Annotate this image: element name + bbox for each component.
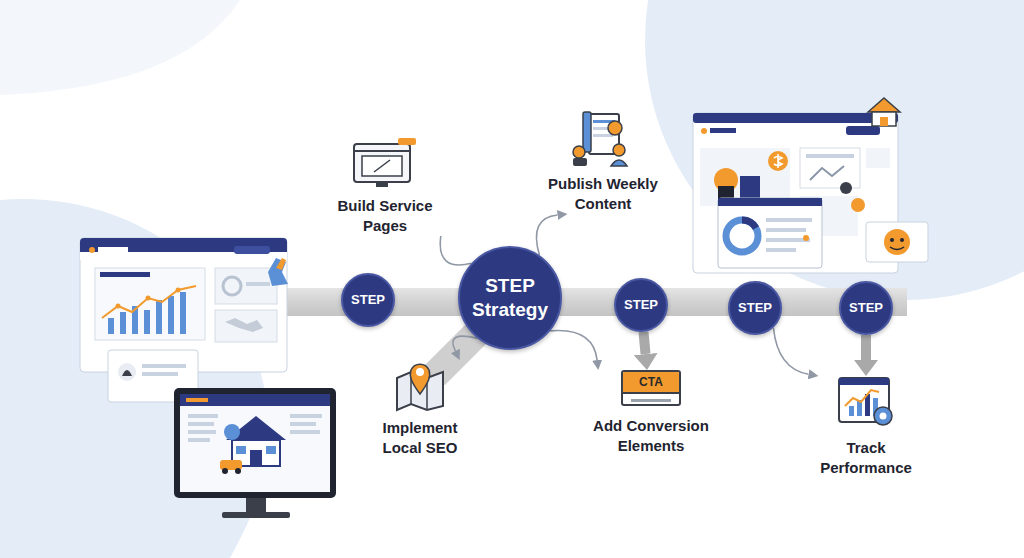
curved-connector (550, 330, 597, 360)
step-icon-node: CTA Add Conversion Elements (573, 370, 729, 456)
curved-connector (453, 336, 477, 351)
cta-line (631, 399, 671, 402)
step-circle: STEP Strategy (458, 246, 562, 350)
circle-text: STEP (345, 292, 391, 308)
dashboard-mockup-left (80, 238, 288, 402)
node-label: STEP Strategy (472, 275, 548, 320)
node-label: Add Conversion Elements (573, 416, 729, 456)
node-label: STEP (849, 300, 883, 315)
map-pin-icon (395, 360, 445, 412)
circle-text: STEP (618, 297, 664, 313)
monitor-house-illustration (174, 388, 336, 518)
icon-holder (395, 360, 445, 412)
step-icon-node: Implement Local SEO (368, 360, 472, 458)
block-arrow (643, 332, 645, 354)
node-label: STEP (624, 297, 658, 312)
icon-holder (837, 376, 895, 428)
node-label: STEP (351, 292, 385, 307)
node-label: Publish Weekly Content (533, 174, 673, 214)
step-circle: STEP (614, 278, 668, 332)
step-icon-node: Build Service Pages (328, 136, 442, 236)
node-label: Track Performance (813, 438, 919, 478)
node-label: Implement Local SEO (368, 418, 472, 458)
icon-holder (352, 136, 418, 190)
node-label: STEP (738, 300, 772, 315)
circle-text: STEP Strategy (470, 274, 550, 322)
step-circle: STEP (839, 281, 893, 335)
cta-bar: CTA (623, 372, 679, 394)
chart-icon (837, 376, 895, 428)
circle-text: STEP (843, 300, 889, 316)
step-icon-node: Publish Weekly Content (533, 110, 673, 214)
node-label: CTA (639, 375, 663, 389)
curved-connector (536, 215, 557, 255)
timeline-band (282, 288, 907, 385)
publish-icon (571, 110, 635, 168)
node-label: Build Service Pages (328, 196, 442, 236)
cta-button-icon: CTA (621, 370, 681, 406)
circle-text: STEP (732, 300, 778, 316)
step-circle: STEP (341, 273, 395, 327)
monitor-icon (352, 136, 418, 190)
step-circle: STEP (728, 281, 782, 335)
curved-connector (773, 328, 808, 375)
curved-connector (440, 236, 471, 265)
step-icon-node: Track Performance (813, 376, 919, 478)
dashboard-mockup-right (693, 98, 928, 273)
block-arrow (861, 335, 871, 360)
icon-holder (571, 110, 635, 168)
